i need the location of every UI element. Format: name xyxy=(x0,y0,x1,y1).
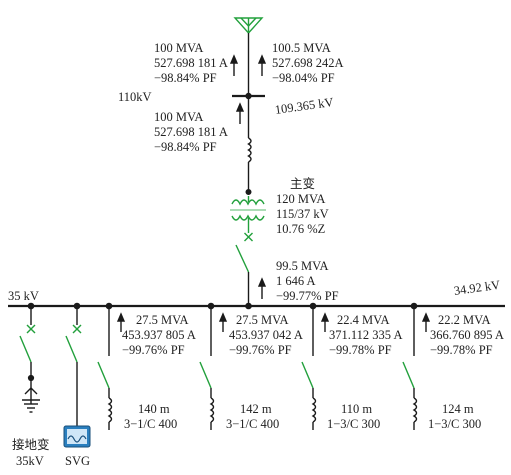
feeder-3-amps: 371.112 335 A xyxy=(329,328,403,342)
transformer-impedance: 10.76 %Z xyxy=(276,222,326,236)
flow-left-amps: 527.698 181 A xyxy=(154,56,228,70)
feeder-2-mva: 27.5 MVA xyxy=(236,313,289,327)
flow-left-pf: −98.84% PF xyxy=(154,71,217,85)
transformer-ratio: 115/37 kV xyxy=(276,207,329,221)
incomer-breaker-icon xyxy=(235,232,253,273)
transformer-rating: 120 MVA xyxy=(276,192,326,206)
feeder-2-cable: 3−1/C 400 xyxy=(226,417,280,431)
flow-down-amps: 527.698 181 A xyxy=(154,125,228,139)
feeder-3-pf: −99.78% PF xyxy=(329,343,392,357)
flow-right-amps: 527.698 242A xyxy=(272,56,344,70)
feeder-3-mva: 22.4 MVA xyxy=(337,313,390,327)
flow-down-mva: 100 MVA xyxy=(154,110,204,124)
bus-110kv-name: 110kV xyxy=(118,90,152,104)
grid-source-icon xyxy=(233,17,264,35)
feeder-3-cable: 1−3/C 300 xyxy=(327,417,381,431)
incomer-amps: 1 646 A xyxy=(276,274,316,288)
feeder-1-pf: −99.76% PF xyxy=(122,343,185,357)
flow-arrows xyxy=(116,54,431,332)
feeder-branch-4 xyxy=(402,306,418,430)
feeder-branch-1 xyxy=(97,306,113,430)
feeder-1-length: 140 m xyxy=(138,402,170,416)
incomer-mva: 99.5 MVA xyxy=(276,259,329,273)
main-transformer-icon xyxy=(230,199,266,221)
feeder-1-mva: 27.5 MVA xyxy=(136,313,189,327)
feeder-1-cable: 3−1/C 400 xyxy=(124,417,178,431)
grounding-transformer-name: 接地变 xyxy=(12,438,50,452)
feeder-1-amps: 453.937 805 A xyxy=(122,328,196,342)
flow-right-mva: 100.5 MVA xyxy=(272,41,331,55)
svg-device-name: SVG xyxy=(65,454,91,468)
svg-branch xyxy=(65,306,82,426)
flow-left-mva: 100 MVA xyxy=(154,41,204,55)
feeder-4-length: 124 m xyxy=(442,402,474,416)
feeder-3-length: 110 m xyxy=(341,402,373,416)
feeder-4-pf: −99.78% PF xyxy=(430,343,493,357)
feeder-4-mva: 22.2 MVA xyxy=(438,313,491,327)
transformer-name: 主变 xyxy=(290,177,316,191)
incomer-pf: −99.77% PF xyxy=(276,289,339,303)
bus-35kv-name: 35 kV xyxy=(8,289,39,303)
feeder-branch-3 xyxy=(301,306,317,430)
flow-down-pf: −98.84% PF xyxy=(154,140,217,154)
feeder-2-amps: 453.937 042 A xyxy=(229,328,303,342)
grounding-transformer-voltage: 35kV xyxy=(16,454,44,468)
svg-device-icon xyxy=(63,425,91,448)
feeder-4-amps: 366.760 895 A xyxy=(430,328,504,342)
feeder-2-length: 142 m xyxy=(240,402,272,416)
grounding-transformer-branch xyxy=(19,306,40,413)
flow-right-pf: −98.04% PF xyxy=(272,71,335,85)
feeder-branch-2 xyxy=(199,306,215,430)
line-reactor-icon xyxy=(247,137,252,163)
feeder-4-cable: 1−3/C 300 xyxy=(428,417,482,431)
feeder-2-pf: −99.76% PF xyxy=(229,343,292,357)
